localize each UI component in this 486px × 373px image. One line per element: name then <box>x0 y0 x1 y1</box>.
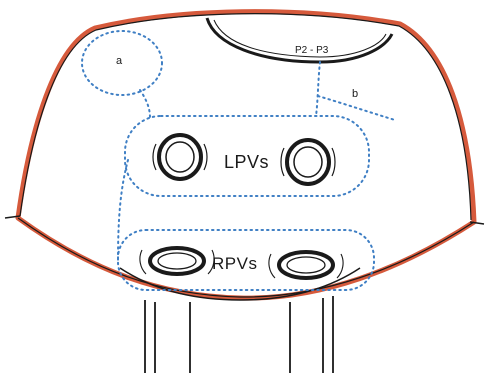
right-leg <box>323 296 333 373</box>
label-b: b <box>352 89 358 100</box>
lpv-right-ostium <box>281 140 335 184</box>
label-lpvs: LPVs <box>224 153 269 171</box>
label-p2-p3: P2 - P3 <box>295 46 328 56</box>
rpv-right-ostium <box>269 252 343 278</box>
lpv-left-ostium <box>153 135 207 179</box>
connecting-dotted-line-a <box>140 90 150 118</box>
label-rpvs: RPVs <box>212 255 257 272</box>
label-a: a <box>116 56 122 67</box>
left-leg <box>145 300 155 373</box>
connecting-dotted-line-valve <box>316 62 320 116</box>
rpv-left-ostium <box>140 248 214 274</box>
center-leg <box>190 302 290 373</box>
